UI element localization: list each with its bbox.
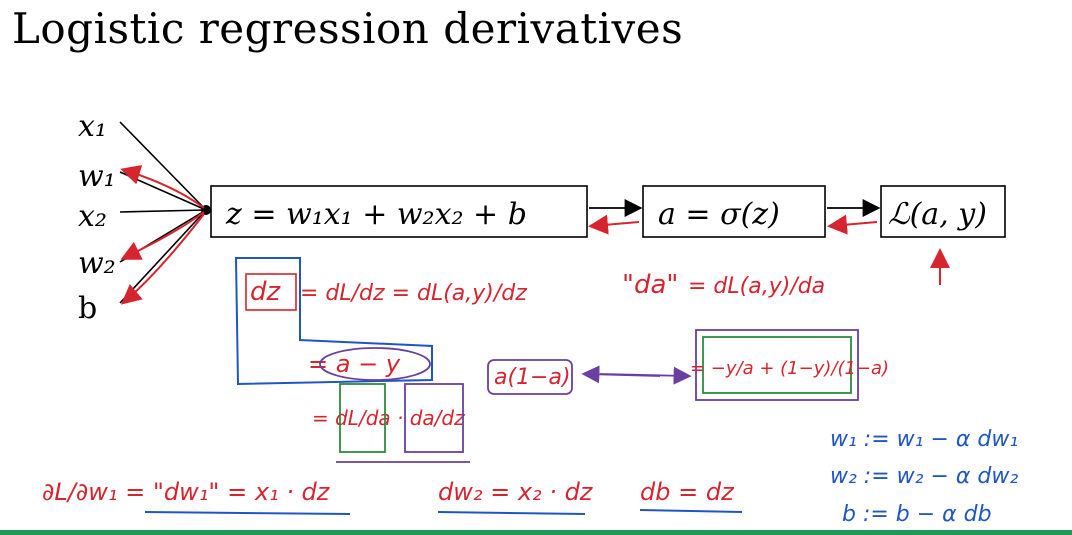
dz-eq3-purple-box bbox=[404, 383, 464, 453]
dz-lhs-box bbox=[245, 273, 297, 311]
backprop-input-arrows bbox=[120, 165, 205, 305]
da-result: = −y/a + (1−y)/(1−a) bbox=[690, 358, 889, 379]
loss-box-text: ℒ(a, y) bbox=[888, 197, 987, 232]
dz-eq3-green-box bbox=[339, 383, 386, 453]
dw1-underline bbox=[144, 511, 351, 515]
double-arrow-right bbox=[599, 366, 692, 385]
backward-arrow-loss-to-a bbox=[827, 214, 878, 235]
slide-title: Logistic regression derivatives bbox=[12, 4, 684, 53]
dz-eq1: = dL/dz = dL(a,y)/dz bbox=[300, 281, 527, 306]
dz-eq3: = dL/da · da/dz bbox=[312, 406, 465, 430]
input-x1: x₁ bbox=[78, 109, 107, 144]
input-b: b bbox=[78, 291, 97, 326]
bottom-accent-strip bbox=[0, 530, 1072, 535]
da-result-green-box bbox=[702, 336, 852, 394]
input-w1: w₁ bbox=[78, 159, 116, 194]
z-box-text: z = w₁x₁ + w₂x₂ + b bbox=[225, 197, 527, 232]
a-one-minus-a-box bbox=[487, 359, 573, 395]
update-b: b := b − α db bbox=[842, 502, 992, 527]
a-box bbox=[642, 185, 826, 238]
da-lhs: "da" bbox=[622, 270, 678, 300]
dw2-line: dw₂ = x₂ · dz bbox=[438, 478, 594, 506]
backward-arrow-a-to-z bbox=[588, 214, 640, 235]
da-result-purple-box bbox=[695, 329, 859, 401]
dw2-underline bbox=[437, 511, 586, 515]
input-x2: x₂ bbox=[78, 199, 107, 234]
dz-blue-region bbox=[234, 257, 433, 386]
z-box bbox=[210, 185, 588, 238]
a-one-minus-a: a(1−a) bbox=[494, 365, 571, 390]
dw1-line: ∂L/∂w₁ = "dw₁" = x₁ · dz bbox=[42, 478, 331, 506]
update-w2: w₂ := w₂ − α dw₂ bbox=[830, 464, 1018, 489]
a-box-text: a = σ(z) bbox=[658, 197, 780, 232]
db-line: db = dz bbox=[640, 478, 735, 506]
input-lines bbox=[119, 121, 207, 304]
db-underline bbox=[639, 509, 743, 513]
a-minus-y-circle bbox=[319, 347, 431, 381]
input-w2: w₂ bbox=[78, 246, 116, 281]
update-w1: w₁ := w₁ − α dw₁ bbox=[830, 427, 1018, 452]
da-eq: = dL(a,y)/da bbox=[688, 274, 825, 299]
loss-box bbox=[880, 185, 1006, 238]
dz-lhs: dz bbox=[250, 277, 282, 307]
dz-eq2: = a − y bbox=[308, 350, 401, 378]
